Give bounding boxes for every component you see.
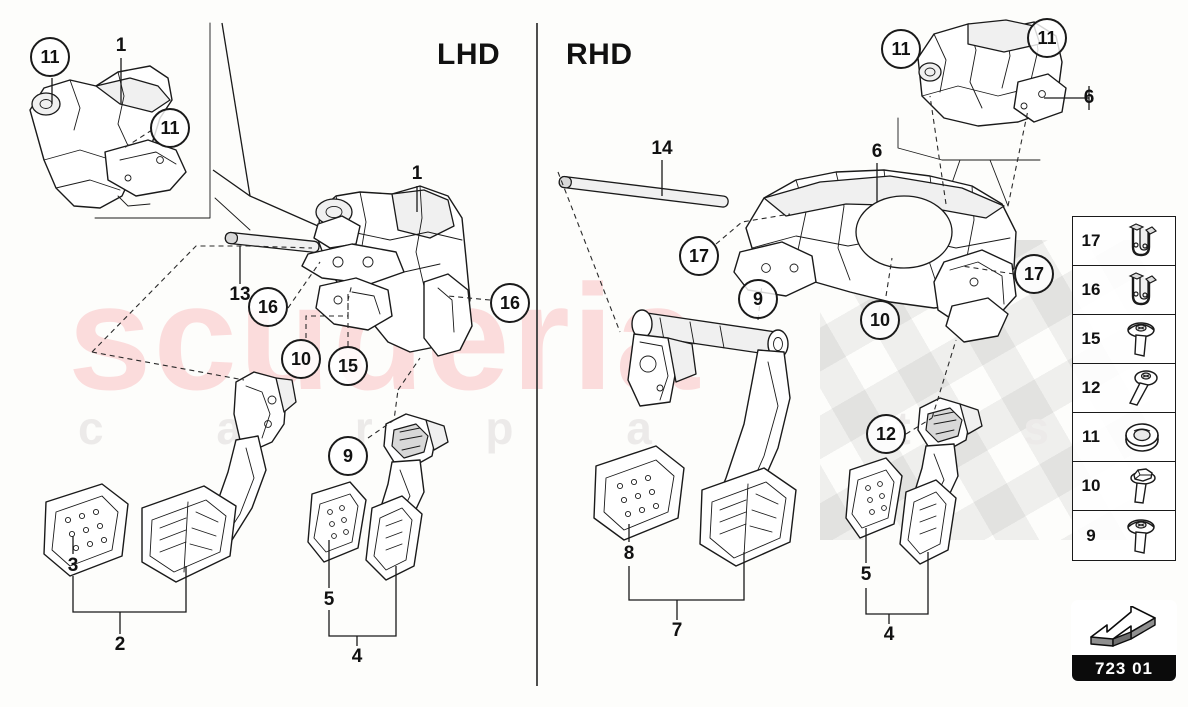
callout-10[interactable]: 10 [281,339,321,379]
rod-13 [224,231,320,253]
u-clip-icon [1109,266,1175,314]
callout-10[interactable]: 10 [860,300,900,340]
legend-item-number: 15 [1081,329,1101,348]
callout-9[interactable]: 9 [328,436,368,476]
rhd-pedal-assembly [593,309,797,567]
u-clip-icon [1109,217,1175,265]
callout-11[interactable]: 11 [1027,18,1067,58]
lhd-main-bracket [224,185,473,357]
rhd-accelerator-pedal [845,397,983,565]
legend-item-number: 16 [1081,280,1101,299]
leader-number-1: 1 [115,35,127,56]
lhd-section-title: LHD [437,38,501,71]
leader-number-5: 5 [860,564,872,585]
callout-16[interactable]: 16 [490,283,530,323]
legend-row-11[interactable]: 11 [1073,413,1175,462]
hex-flange-bolt-icon [1109,462,1175,510]
leader-number-3: 3 [67,555,79,576]
legend-row-16[interactable]: 16 [1073,266,1175,315]
legend-row-15[interactable]: 15 [1073,315,1175,364]
callout-12[interactable]: 12 [866,414,906,454]
dome-head-bolt-icon [1109,315,1175,363]
part-number-code: 723 01 [1072,655,1176,681]
callout-11[interactable]: 11 [150,108,190,148]
detail-bracket-top-left [29,22,251,231]
leader-number-13: 13 [229,284,251,305]
legend-item-number: 11 [1082,427,1100,446]
legend-item-number: 17 [1081,231,1101,250]
detail-bracket-top-right [897,19,1067,207]
legend-row-12[interactable]: 12 [1073,364,1175,413]
leader-number-6: 6 [1083,87,1095,108]
legend-item-number: 10 [1081,476,1101,495]
parts-legend-table: 17 16 15 12 11 10 9 [1072,216,1176,561]
legend-item-number: 9 [1086,525,1096,545]
flange-nut-icon [1109,413,1175,461]
leader-number-4: 4 [883,624,895,645]
lhd-pedal-assembly [43,371,297,583]
leader-number-6: 6 [871,141,883,162]
leader-number-1: 1 [411,163,423,184]
legend-row-10[interactable]: 10 [1073,462,1175,511]
callout-9[interactable]: 9 [738,279,778,319]
callout-17[interactable]: 17 [679,236,719,276]
callout-11[interactable]: 11 [881,29,921,69]
rhd-section-title: RHD [566,38,633,71]
lhd-accelerator-pedal [307,413,449,581]
rod-14 [558,175,729,208]
legend-row-17[interactable]: 17 [1073,217,1175,266]
callout-15[interactable]: 15 [328,346,368,386]
leader-number-2: 2 [114,634,126,655]
dome-head-bolt-icon [1109,511,1175,560]
leader-number-7: 7 [671,620,683,641]
rhd-main-bracket [558,169,1017,343]
callout-11[interactable]: 11 [30,37,70,77]
legend-item-number: 12 [1081,378,1101,397]
callout-17[interactable]: 17 [1014,254,1054,294]
leader-lines [51,22,1090,646]
callout-16[interactable]: 16 [248,287,288,327]
legend-row-9[interactable]: 9 [1073,511,1175,560]
leader-number-4: 4 [351,646,363,667]
direction-arrow-icon [1072,601,1176,655]
leader-number-14: 14 [651,138,673,159]
part-number-box: 723 01 [1071,600,1177,682]
pan-head-screw-icon [1109,364,1175,412]
leader-number-8: 8 [623,543,635,564]
leader-number-5: 5 [323,589,335,610]
